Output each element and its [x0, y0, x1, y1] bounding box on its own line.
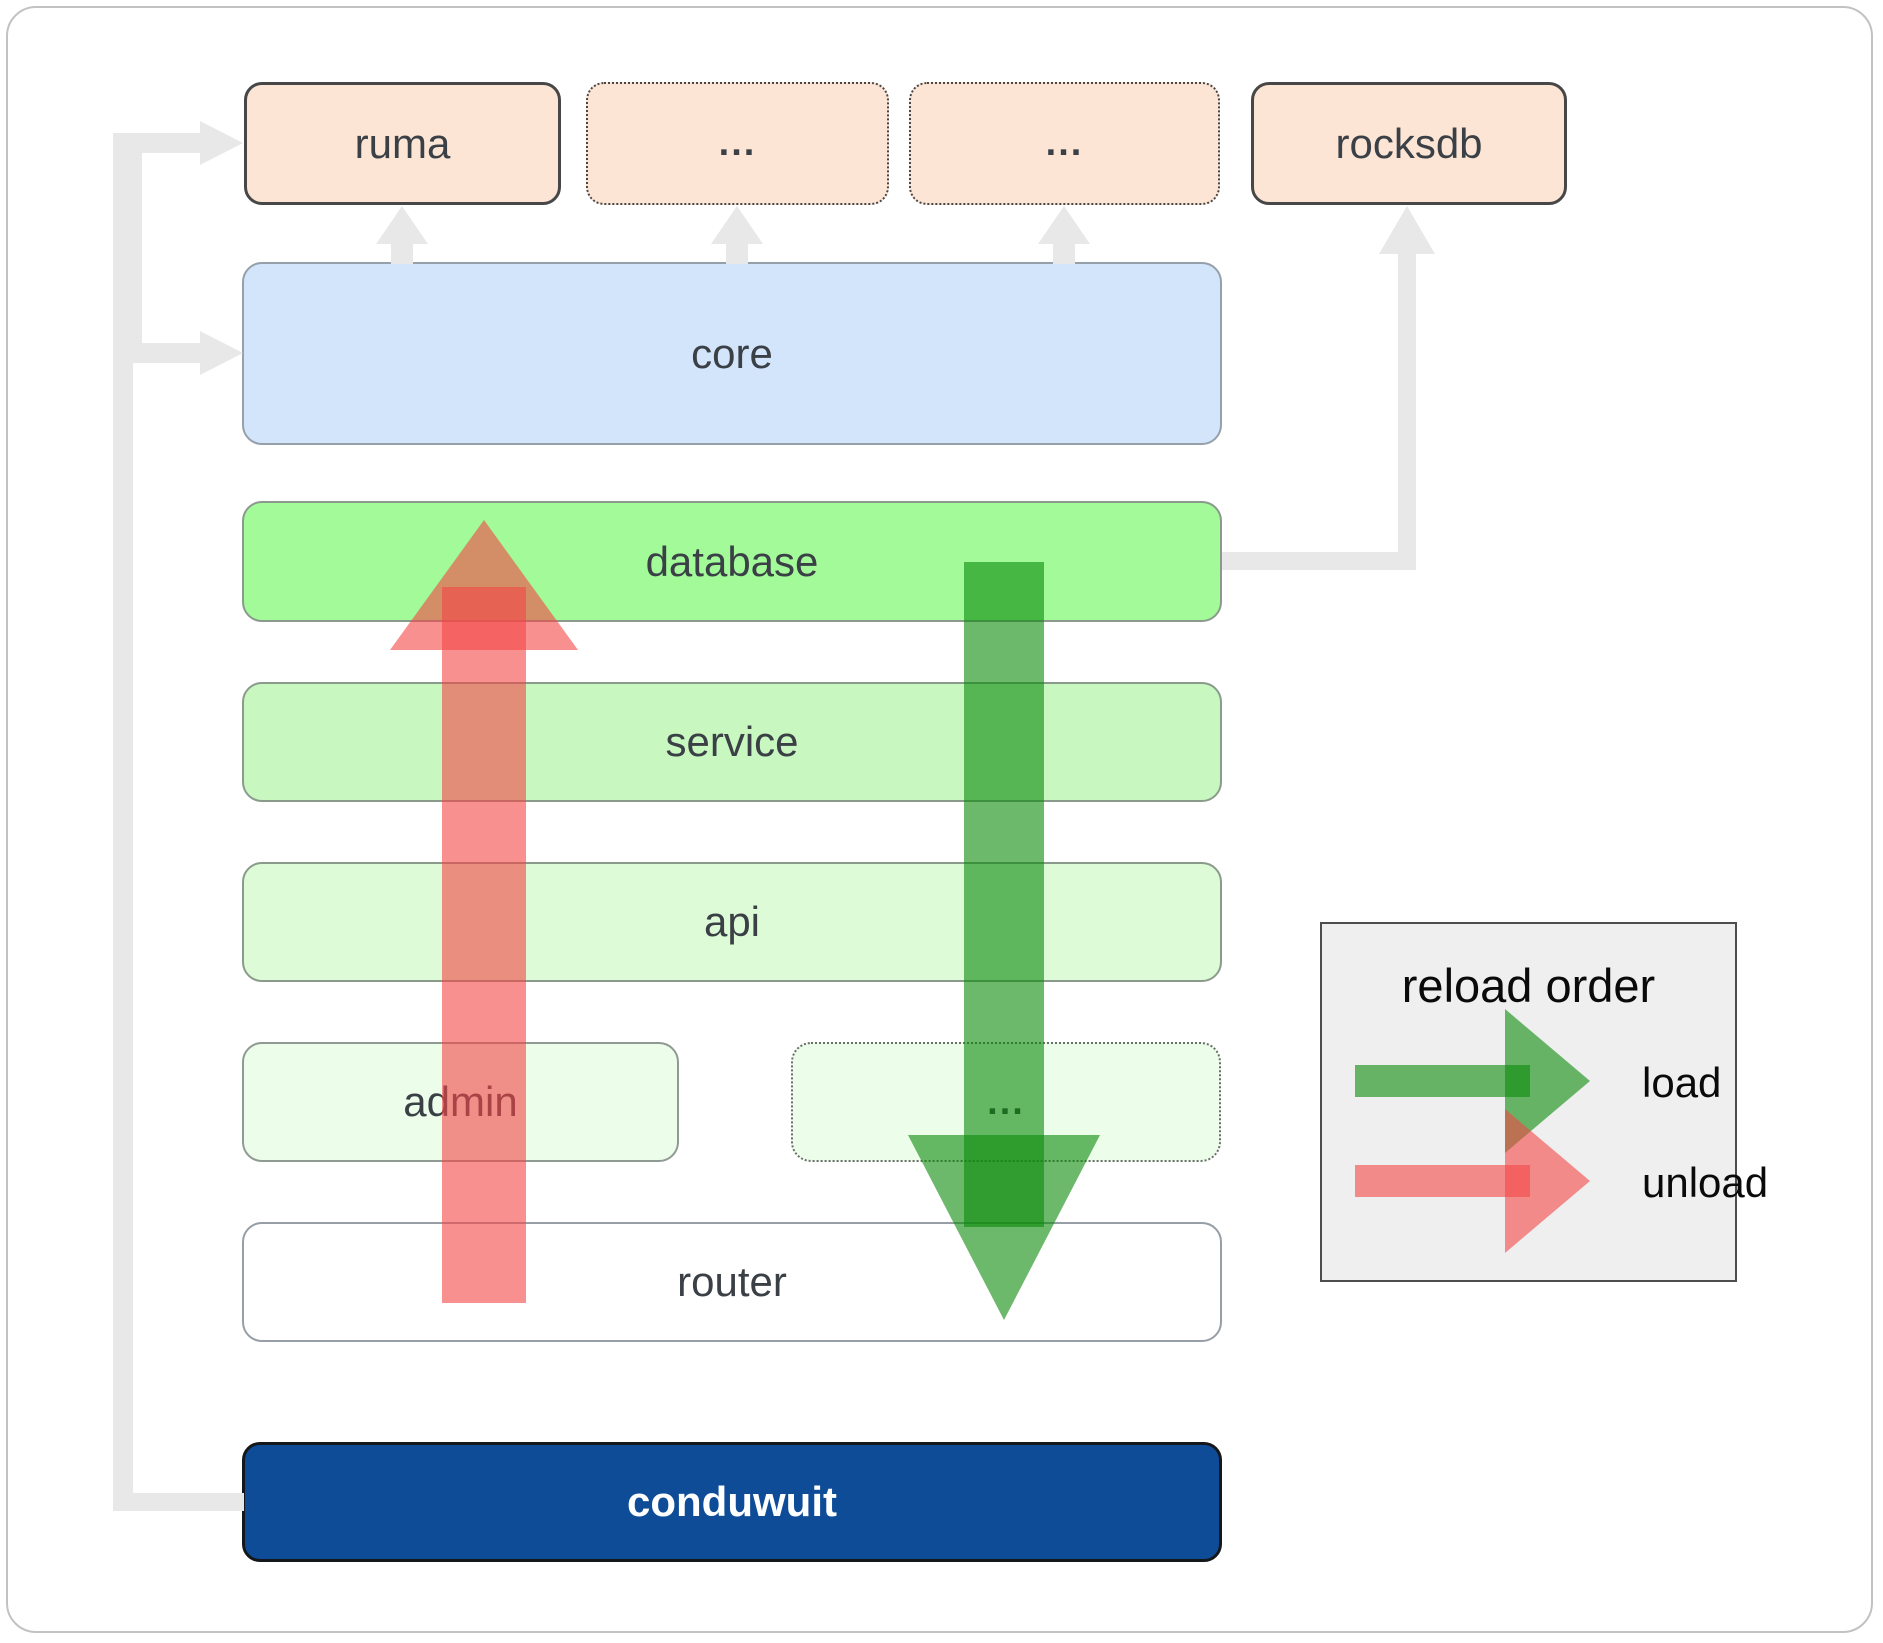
- outer-frame: [6, 6, 1873, 1633]
- node-conduwuit: conduwuit: [242, 1442, 1222, 1562]
- node-conduwuit-label: conduwuit: [627, 1478, 837, 1525]
- node-admin: admin: [242, 1042, 679, 1162]
- layer-router: router: [242, 1222, 1222, 1342]
- node-ruma: ruma: [244, 82, 561, 205]
- layer-database-label: database: [645, 537, 819, 585]
- node-ellipsis-2-label: ...: [1045, 122, 1084, 164]
- layer-service-label: service: [665, 718, 799, 765]
- node-rocksdb: rocksdb: [1251, 82, 1567, 205]
- legend-title: reload order: [1401, 959, 1656, 1012]
- layer-core-label: core: [691, 329, 773, 377]
- node-admin-ellipsis-label: ...: [987, 1080, 1025, 1123]
- legend-reload-order: reload order load unload: [1320, 922, 1768, 1282]
- node-ruma-label: ruma: [354, 119, 451, 167]
- node-ellipsis-1-label: ...: [718, 122, 757, 164]
- layer-database: database: [242, 501, 1222, 622]
- legend-unload-label: unload: [1642, 1159, 1769, 1206]
- node-admin-ellipsis: ...: [791, 1042, 1221, 1162]
- layer-api: api: [242, 862, 1222, 982]
- node-admin-label: admin: [403, 1078, 518, 1125]
- layer-router-label: router: [677, 1258, 787, 1305]
- node-rocksdb-label: rocksdb: [1335, 119, 1483, 167]
- layer-core: core: [242, 262, 1222, 445]
- legend-load-label: load: [1642, 1059, 1722, 1106]
- layer-service: service: [242, 682, 1222, 802]
- layer-api-label: api: [703, 898, 761, 945]
- node-ellipsis-2: ...: [909, 82, 1220, 205]
- node-ellipsis-1: ...: [586, 82, 889, 205]
